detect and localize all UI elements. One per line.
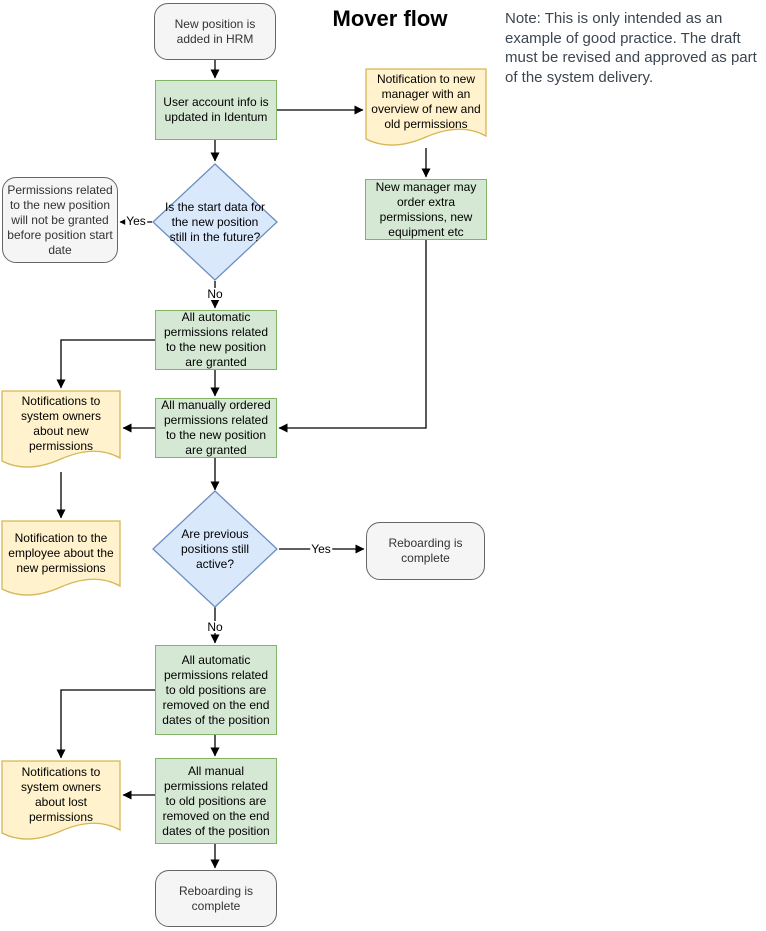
node-label: Reboarding is complete xyxy=(178,883,254,913)
node-manual-permissions-old-removed: All manual permissions related to old po… xyxy=(155,758,277,844)
document-shape xyxy=(365,68,487,146)
node-label: Permissions related to the new position … xyxy=(7,182,113,257)
node-permissions-not-granted: Permissions related to the new position … xyxy=(2,177,118,263)
node-notifications-system-owners-new: Notifications to system owners about new… xyxy=(1,390,121,470)
edge-autonew-to-notifownersnew xyxy=(56,339,155,389)
edge-label-yes-1: Yes xyxy=(125,214,147,228)
node-label: New manager may order extra permissions,… xyxy=(375,179,477,239)
node-label: All automatic permissions related to old… xyxy=(162,652,270,727)
diamond-shape xyxy=(152,163,278,281)
edge-autoold-to-notifownerslost xyxy=(56,689,155,759)
node-auto-permissions-new-granted: All automatic permissions related to the… xyxy=(155,310,277,370)
diagram-title: Mover flow xyxy=(332,6,448,31)
node-label: All manual permissions related to old po… xyxy=(162,763,270,838)
node-user-account-updated: User account info is updated in Identum xyxy=(155,80,277,140)
document-shape xyxy=(1,390,121,468)
node-label: Notifications to system owners about los… xyxy=(20,765,102,824)
node-new-manager-order-extra: New manager may order extra permissions,… xyxy=(365,179,487,240)
node-reboarding-complete-end: Reboarding is complete xyxy=(155,870,277,927)
node-decision-start-date: Is the start data for the new position s… xyxy=(152,163,278,281)
edge-label-no-2: No xyxy=(206,620,224,634)
node-label: All manually ordered permissions related… xyxy=(161,398,271,457)
edge-managerorder-to-manualnew xyxy=(278,240,427,433)
node-notification-employee: Notification to the employee about the n… xyxy=(1,520,121,598)
node-label: All automatic permissions related to the… xyxy=(163,310,269,369)
node-notifications-system-owners-lost: Notifications to system owners about los… xyxy=(1,760,121,842)
edge-label-no-1: No xyxy=(206,287,224,301)
edge-label-yes-2: Yes xyxy=(310,542,332,556)
node-label: Notification to the employee about the n… xyxy=(8,530,114,575)
node-start: New position is added in HRM xyxy=(154,3,276,60)
node-manual-permissions-new-granted: All manually ordered permissions related… xyxy=(155,398,277,458)
diagram-note: Note: This is only intended as an exampl… xyxy=(505,10,757,86)
node-notification-new-manager: Notification to new manager with an over… xyxy=(365,68,487,148)
node-label: Are previous positions still active? xyxy=(180,526,250,571)
node-auto-permissions-old-removed: All automatic permissions related to old… xyxy=(155,645,277,735)
node-reboarding-complete-yes: Reboarding is complete xyxy=(366,522,485,580)
node-decision-previous-positions: Are previous positions still active? xyxy=(152,490,278,608)
node-label: Is the start data for the new position s… xyxy=(164,199,266,244)
diamond-shape xyxy=(152,490,278,608)
document-shape xyxy=(1,520,121,596)
node-label: User account info is updated in Identum xyxy=(163,95,269,124)
node-label: Notifications to system owners about new… xyxy=(20,394,102,453)
node-label: Reboarding is complete xyxy=(388,536,463,565)
node-label: Notification to new manager with an over… xyxy=(371,72,481,131)
document-shape xyxy=(1,760,121,840)
node-label: New position is added in HRM xyxy=(174,16,256,46)
